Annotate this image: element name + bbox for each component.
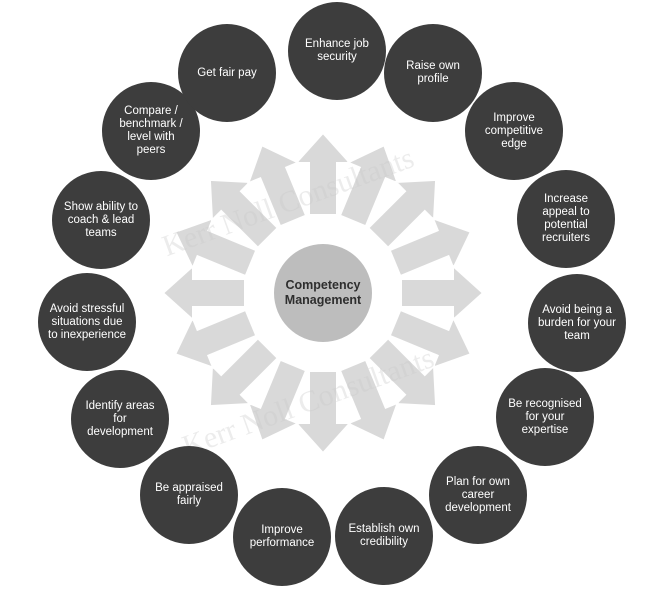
benefit-node: Show ability to coach & lead teams [52,171,150,269]
benefit-node: Be recognised for your expertise [496,368,594,466]
benefit-node: Plan for own career development [429,446,527,544]
benefit-label: Increase appeal to potential recruiters [542,193,590,244]
benefit-node: Identify areas for development [71,370,169,468]
benefit-label: Get fair pay [197,66,257,79]
benefit-node: Improve performance [233,488,331,586]
radial-arrow [173,216,258,278]
benefit-label: Compare / benchmark / level with peers [119,105,183,156]
benefit-label: Improve competitive edge [484,111,544,150]
benefit-label: Improve performance [249,524,315,549]
radial-arrow [173,308,258,370]
radial-arrow [400,263,485,323]
benefit-label: Plan for own career development [445,475,511,514]
benefit-label: Identify areas for development [85,399,155,438]
radial-arrow [246,143,308,228]
benefit-node: Improve competitive edge [465,82,563,180]
benefit-label: Avoid being a burden for your team [538,303,616,342]
benefit-label: Be recognised for your expertise [508,397,582,436]
radial-arrow [161,263,246,323]
radial-arrow [366,336,438,408]
center-label: Competency Management [284,278,362,307]
benefit-node: Get fair pay [178,24,276,122]
radial-arrow [208,336,280,408]
benefit-node: Raise own profile [384,24,482,122]
radial-arrow [388,216,473,278]
radial-arrow [293,131,353,216]
radial-arrow [208,178,280,250]
benefit-node: Be appraised fairly [140,446,238,544]
radial-arrow [338,358,400,443]
benefit-label: Show ability to coach & lead teams [63,200,139,239]
benefit-node: Enhance job security [288,2,386,100]
radial-arrow [293,370,353,455]
benefit-node: Compare / benchmark / level with peers [102,82,200,180]
benefit-node: Avoid stressful situations due to inexpe… [38,273,136,371]
center-hub: Competency Management [274,244,372,342]
benefit-label: Raise own profile [406,60,460,85]
benefit-label: Establish own credibility [348,523,420,548]
radial-arrow [338,143,400,228]
benefit-label: Enhance job security [305,38,369,63]
radial-arrow [388,308,473,370]
benefit-node: Avoid being a burden for your team [528,274,626,372]
benefit-node: Increase appeal to potential recruiters [517,170,615,268]
benefit-node: Establish own credibility [335,487,433,585]
radial-arrow [366,178,438,250]
benefit-label: Be appraised fairly [155,482,223,507]
radial-arrow [246,358,308,443]
benefit-label: Avoid stressful situations due to inexpe… [48,302,126,341]
